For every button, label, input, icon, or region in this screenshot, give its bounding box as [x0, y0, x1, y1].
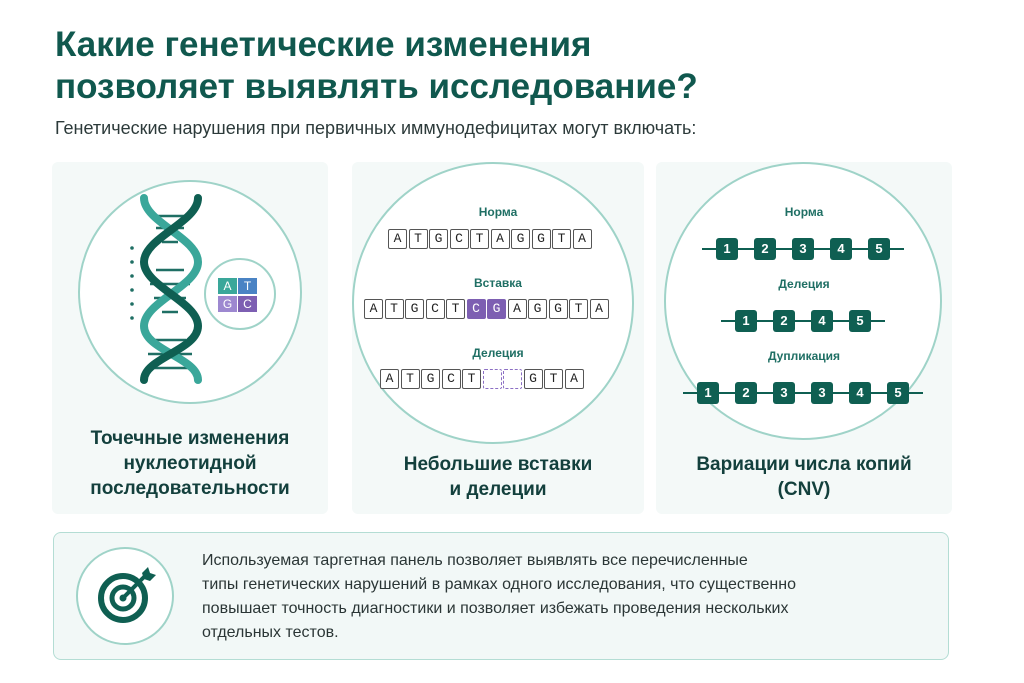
indel-row-insertion-label: Вставка: [474, 276, 522, 290]
nucleotide-cell: T: [552, 229, 571, 249]
nucleotide-cell: A: [380, 369, 399, 389]
nucleotide-cell: T: [544, 369, 563, 389]
card2-label: Небольшие вставки и делеции: [403, 454, 593, 500]
pair-tile-a: A: [218, 278, 237, 294]
nucleotide-cell: A: [388, 229, 407, 249]
nucleotide-cell: G: [421, 369, 440, 389]
nucleotide-cell: A: [490, 229, 510, 249]
nucleotide-cell: T: [408, 229, 428, 249]
cnv-segment-box: 5: [868, 238, 890, 260]
title-line-1: Какие генетические изменения: [55, 25, 592, 64]
nucleotide-cell: G: [523, 369, 543, 389]
nucleotide-cell: C: [449, 229, 469, 249]
cnv-segment-box: 2: [773, 310, 795, 332]
inserted-nucleotide-cell: G: [487, 299, 506, 319]
note-icon-circle: [76, 547, 174, 645]
pair-tile-t: T: [238, 278, 257, 294]
nucleotide-cell: T: [569, 299, 588, 319]
target-arrow-icon: [98, 567, 156, 623]
dna-helix-icon: [130, 194, 203, 384]
pair-tile-c: C: [238, 296, 257, 312]
cnv-segment-box: 5: [887, 382, 909, 404]
nucleotide-cell: C: [425, 299, 445, 319]
nucleotide-cell: T: [446, 299, 465, 319]
nucleotide-cell: T: [470, 229, 489, 249]
cnv-segment-box: 1: [716, 238, 738, 260]
title-line-2: позволяет выявлять исследование?: [55, 67, 698, 106]
nucleotide-cell: A: [364, 299, 383, 319]
nucleotide-cell: A: [507, 299, 527, 319]
nucleotide-cell: T: [400, 369, 420, 389]
cnv-segment-box: 2: [735, 382, 757, 404]
nucleotide-cell: T: [462, 369, 481, 389]
cnv-segment-box: 1: [735, 310, 757, 332]
note-text: Используемая таргетная панель позволяет …: [202, 552, 796, 641]
cnv-segment-box: 1: [697, 382, 719, 404]
cnv-row-normal-label: Норма: [784, 205, 824, 219]
nucleotide-cell: G: [548, 299, 568, 319]
indel-row-deletion-label: Делеция: [472, 346, 524, 360]
cnv-segment-box: 3: [792, 238, 814, 260]
card-point-mutations: A T G C Точечные изменения нуклеотидной …: [52, 162, 328, 514]
pair-tile-g: G: [218, 296, 237, 312]
nucleotide-pair-zoom: [204, 258, 276, 330]
inserted-nucleotide-cell: C: [466, 299, 486, 319]
cnv-segment-box: 3: [773, 382, 795, 404]
cnv-segment-box: 5: [849, 310, 871, 332]
deleted-nucleotide-cell: [482, 369, 502, 389]
nucleotide-cell: A: [589, 299, 609, 319]
nucleotide-cell: G: [405, 299, 424, 319]
cnv-segment-box: 4: [830, 238, 852, 260]
page-title: Какие генетические изменения позволяет в…: [55, 24, 815, 108]
nucleotide-cell: G: [511, 229, 530, 249]
indel-row-normal-label: Норма: [478, 205, 518, 219]
cnv-chromosome-line: [721, 320, 885, 322]
cnv-segment-box: 2: [754, 238, 776, 260]
cnv-segment-box: 4: [811, 310, 833, 332]
nucleotide-cell: G: [429, 229, 448, 249]
nucleotide-cell: T: [384, 299, 404, 319]
nucleotide-cell: C: [441, 369, 461, 389]
cnv-segment-box: 3: [811, 382, 833, 404]
nucleotide-cell: A: [564, 369, 584, 389]
nucleotide-cell: G: [531, 229, 551, 249]
cnv-chromosome-line: [683, 392, 923, 394]
deleted-nucleotide-cell: [503, 369, 522, 389]
cnv-segment-box: 4: [849, 382, 871, 404]
card1-label: Точечные изменения нуклеотидной последов…: [90, 428, 290, 499]
summary-note: Используемая таргетная панель позволяет …: [53, 532, 949, 660]
nucleotide-cell: A: [572, 229, 592, 249]
nucleotide-cell: G: [528, 299, 547, 319]
cnv-row-duplication-label: Дупликация: [767, 349, 841, 363]
cnv-row-deletion-label: Делеция: [778, 277, 830, 291]
card3-label: Вариации числа копий (CNV): [696, 454, 912, 500]
page-subtitle: Генетические нарушения при первичных имм…: [55, 118, 697, 138]
